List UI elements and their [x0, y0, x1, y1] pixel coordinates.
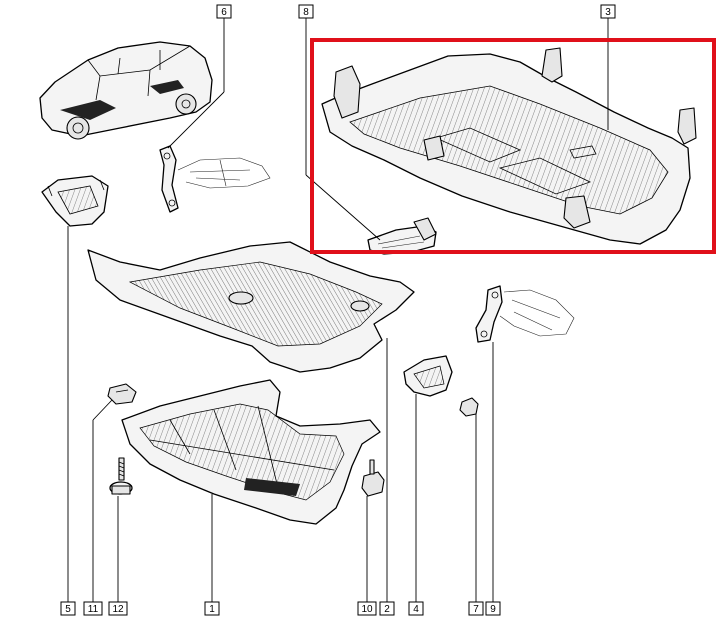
part-10-fastener: [361, 459, 385, 497]
part-3-undertray: [321, 47, 697, 245]
callout-11[interactable]: 11: [83, 601, 103, 616]
callout-10[interactable]: 10: [357, 601, 377, 616]
part-4-bracket: [403, 355, 453, 397]
highlight-box-part-3: [310, 38, 716, 254]
callout-12[interactable]: 12: [108, 601, 128, 616]
callout-4-label: 4: [413, 604, 419, 615]
callout-9[interactable]: 9: [485, 601, 501, 616]
callout-8[interactable]: 8: [298, 4, 314, 19]
callout-3[interactable]: 3: [600, 4, 616, 19]
callout-2-label: 2: [384, 604, 390, 615]
callout-10-label: 10: [361, 604, 373, 615]
callout-9-label: 9: [490, 604, 496, 615]
callout-1-label: 1: [209, 604, 215, 615]
callout-7-label: 7: [473, 604, 479, 615]
part-2-undertray: [87, 241, 415, 373]
callout-6[interactable]: 6: [216, 4, 232, 19]
callout-8-label: 8: [303, 7, 309, 18]
callout-3-label: 3: [605, 7, 611, 18]
leader-lines: [67, 18, 609, 602]
part-8-bracket: [367, 217, 437, 255]
part-12-bolt: [109, 457, 133, 495]
car-illustration: [39, 41, 213, 140]
callout-2[interactable]: 2: [379, 601, 395, 616]
callout-12-label: 12: [112, 604, 124, 615]
callout-5[interactable]: 5: [60, 601, 76, 616]
part-1-undertray: [121, 379, 381, 525]
callout-11-label: 11: [88, 604, 99, 615]
callout-1[interactable]: 1: [204, 601, 220, 616]
callout-4[interactable]: 4: [408, 601, 424, 616]
callout-6-label: 6: [221, 7, 227, 18]
part-9-bracket: [475, 285, 575, 343]
part-11-clip: [107, 383, 137, 405]
bracket-6: [159, 145, 271, 213]
callout-7[interactable]: 7: [468, 601, 484, 616]
part-7-clip: [459, 397, 479, 417]
callout-5-label: 5: [65, 604, 71, 615]
part-5-bracket: [41, 175, 109, 227]
